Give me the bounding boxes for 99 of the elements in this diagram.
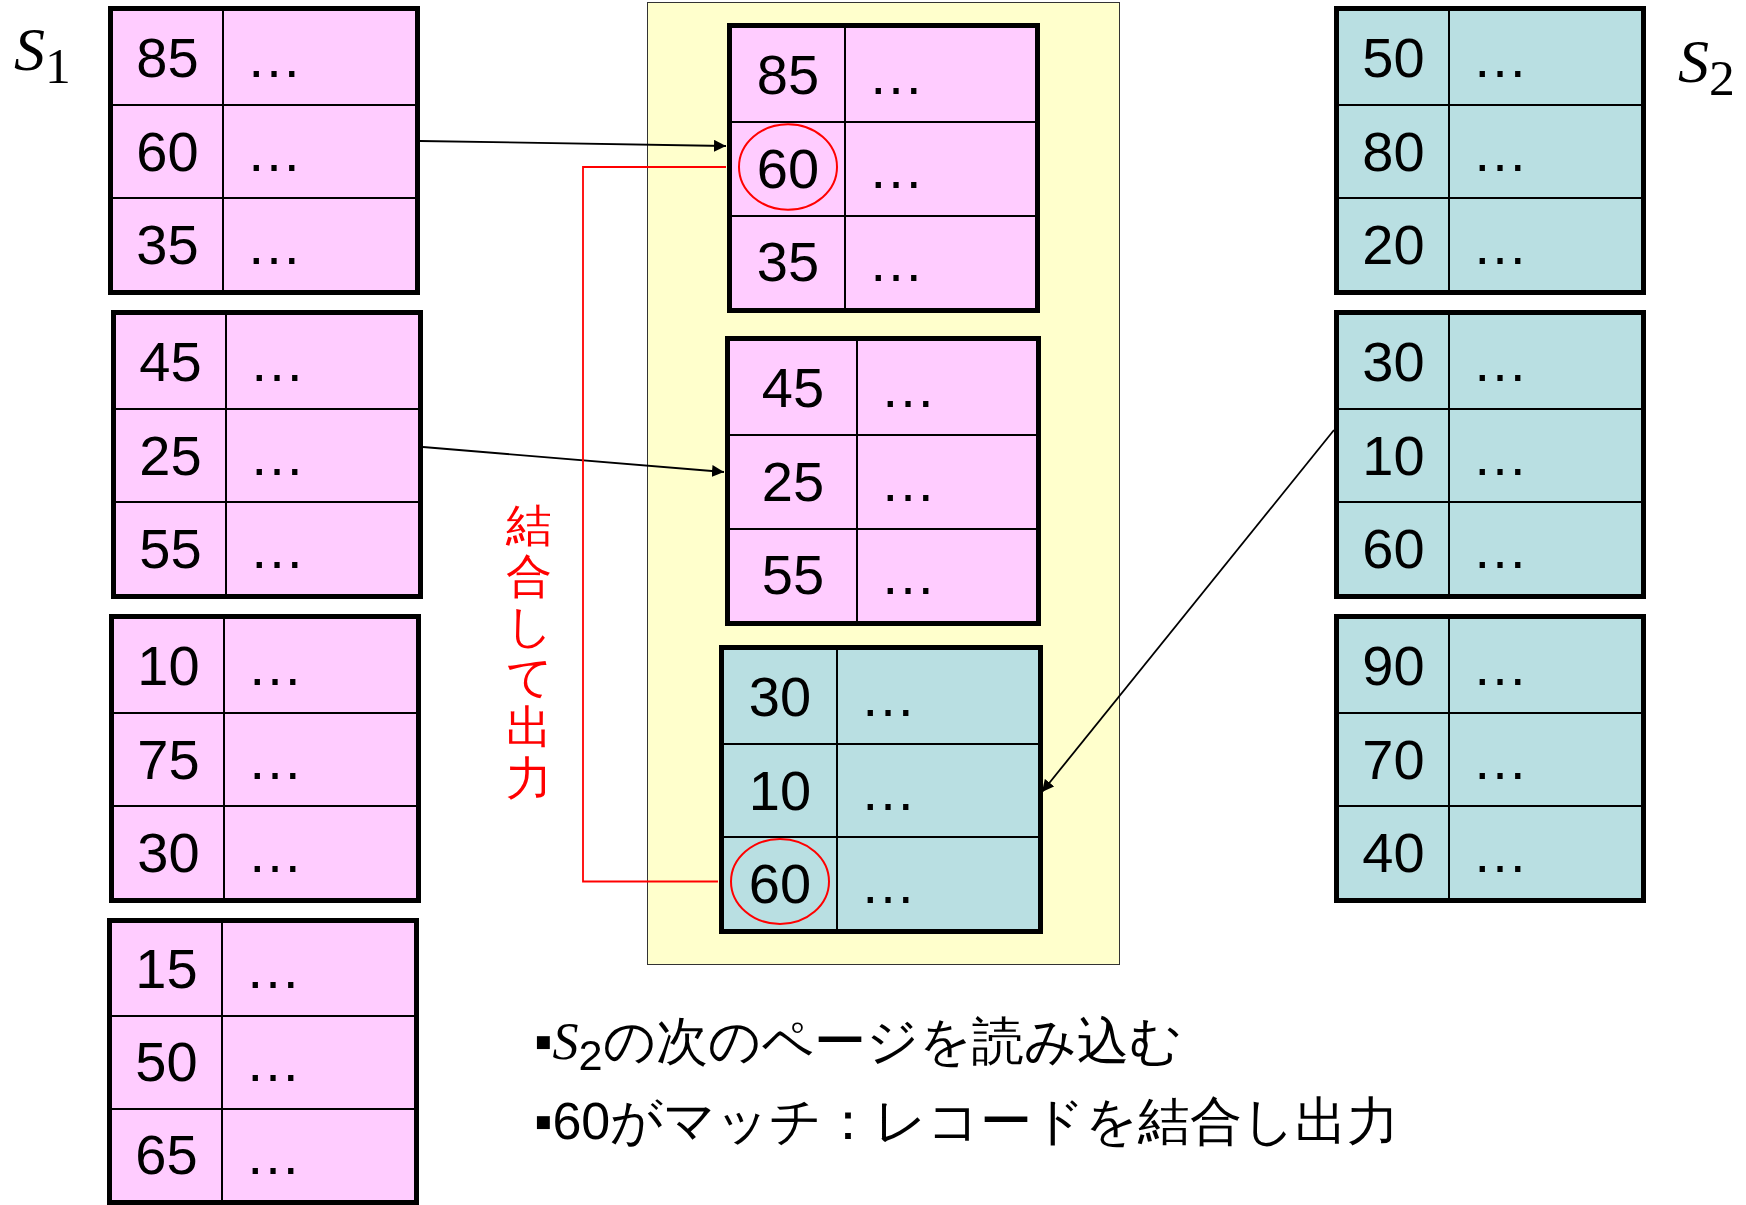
record-key: 50: [1362, 29, 1425, 86]
record-value: …: [880, 547, 936, 604]
record-row: [116, 501, 418, 594]
record-value: …: [1472, 824, 1528, 881]
record-key: 15: [135, 941, 198, 998]
record-key: 35: [756, 234, 820, 291]
record-key: 40: [1362, 824, 1425, 881]
record-key: 85: [136, 29, 199, 86]
record-key: 45: [761, 359, 825, 416]
record-row: [114, 712, 416, 805]
record-row: [116, 408, 418, 501]
record-row: [732, 214, 1035, 308]
record-row: [1339, 408, 1641, 501]
record-key: 45: [139, 333, 202, 390]
record-key: 10: [1362, 427, 1425, 484]
connector-line: [582, 166, 727, 883]
record-row: [724, 836, 1038, 929]
record-key: 55: [139, 520, 202, 577]
buffer-area: [647, 2, 1120, 965]
record-value: …: [1472, 29, 1528, 86]
record-row: [730, 434, 1036, 528]
record-row: [1339, 197, 1641, 290]
record-key: 65: [135, 1126, 198, 1183]
record-value: …: [1472, 427, 1528, 484]
record-value: …: [860, 855, 916, 912]
record-value: …: [247, 731, 303, 788]
record-value: …: [1472, 731, 1528, 788]
record-value: …: [860, 762, 916, 819]
record-value: …: [247, 824, 303, 881]
arrow: [419, 139, 727, 152]
record-key: 10: [137, 637, 200, 694]
record-key: 30: [748, 668, 812, 725]
record-value: …: [245, 1126, 301, 1183]
page-box: [108, 6, 420, 295]
record-value: …: [245, 941, 301, 998]
record-key: 60: [136, 123, 199, 180]
record-key: 60: [748, 855, 812, 912]
record-value: …: [868, 234, 924, 291]
bullet-text: ▪60がマッチ：レコードを結合し出力: [534, 1091, 1400, 1152]
record-value: …: [249, 333, 305, 390]
set-label: S$_{1}$: [14, 18, 71, 93]
record-key: 60: [756, 141, 820, 197]
record-row: [1339, 805, 1641, 898]
record-value: …: [246, 216, 302, 273]
record-value: …: [880, 359, 936, 416]
page-box: [1334, 310, 1646, 599]
record-key: 30: [137, 824, 200, 881]
record-key: 20: [1362, 216, 1425, 273]
page-box: [1334, 614, 1646, 903]
record-key: 60: [1362, 520, 1425, 577]
record-row: [1339, 712, 1641, 805]
record-row: [114, 805, 416, 898]
record-row: [732, 121, 1035, 215]
record-key: 75: [137, 731, 200, 788]
record-value: …: [868, 141, 924, 197]
record-value: …: [880, 454, 936, 510]
page-box: [727, 23, 1040, 313]
record-key: 25: [139, 427, 202, 484]
record-value: …: [860, 668, 916, 725]
arrow: [422, 446, 725, 477]
record-row: [113, 197, 415, 290]
record-value: …: [249, 427, 305, 484]
page-box: [107, 918, 419, 1205]
record-row: [112, 1107, 414, 1200]
record-value: …: [246, 123, 302, 180]
bullet-text: ▪S$_{2}$の次のページを読み込む: [534, 1011, 1182, 1082]
record-value: …: [249, 520, 305, 577]
record-row: [1339, 104, 1641, 197]
set-label: S$_{2}$: [1678, 30, 1735, 105]
record-value: …: [1472, 637, 1528, 694]
page-box: [1334, 6, 1646, 295]
record-row: [112, 1015, 414, 1108]
record-key: 90: [1362, 637, 1425, 694]
record-key: 25: [761, 454, 825, 510]
record-value: …: [247, 637, 303, 694]
record-row: [113, 104, 415, 197]
record-key: 70: [1362, 731, 1425, 788]
record-key: 10: [748, 762, 812, 819]
record-value: …: [245, 1034, 301, 1091]
record-value: …: [1472, 216, 1528, 273]
record-key: 30: [1362, 333, 1425, 390]
arrow: [1041, 429, 1335, 793]
record-row: [730, 527, 1036, 621]
record-value: …: [1472, 333, 1528, 390]
record-key: 85: [756, 46, 820, 103]
record-value: …: [1472, 520, 1528, 577]
record-value: …: [1472, 123, 1528, 180]
page-box: [111, 310, 423, 599]
record-key: 50: [135, 1034, 198, 1091]
page-box: [725, 336, 1041, 626]
record-key: 35: [136, 216, 199, 273]
record-value: …: [868, 46, 924, 103]
record-row: [1339, 501, 1641, 594]
record-value: …: [246, 29, 302, 86]
record-key: 80: [1362, 123, 1425, 180]
record-key: 55: [761, 547, 825, 604]
page-box: [719, 645, 1043, 934]
page-box: [109, 614, 421, 903]
record-row: [724, 743, 1038, 836]
